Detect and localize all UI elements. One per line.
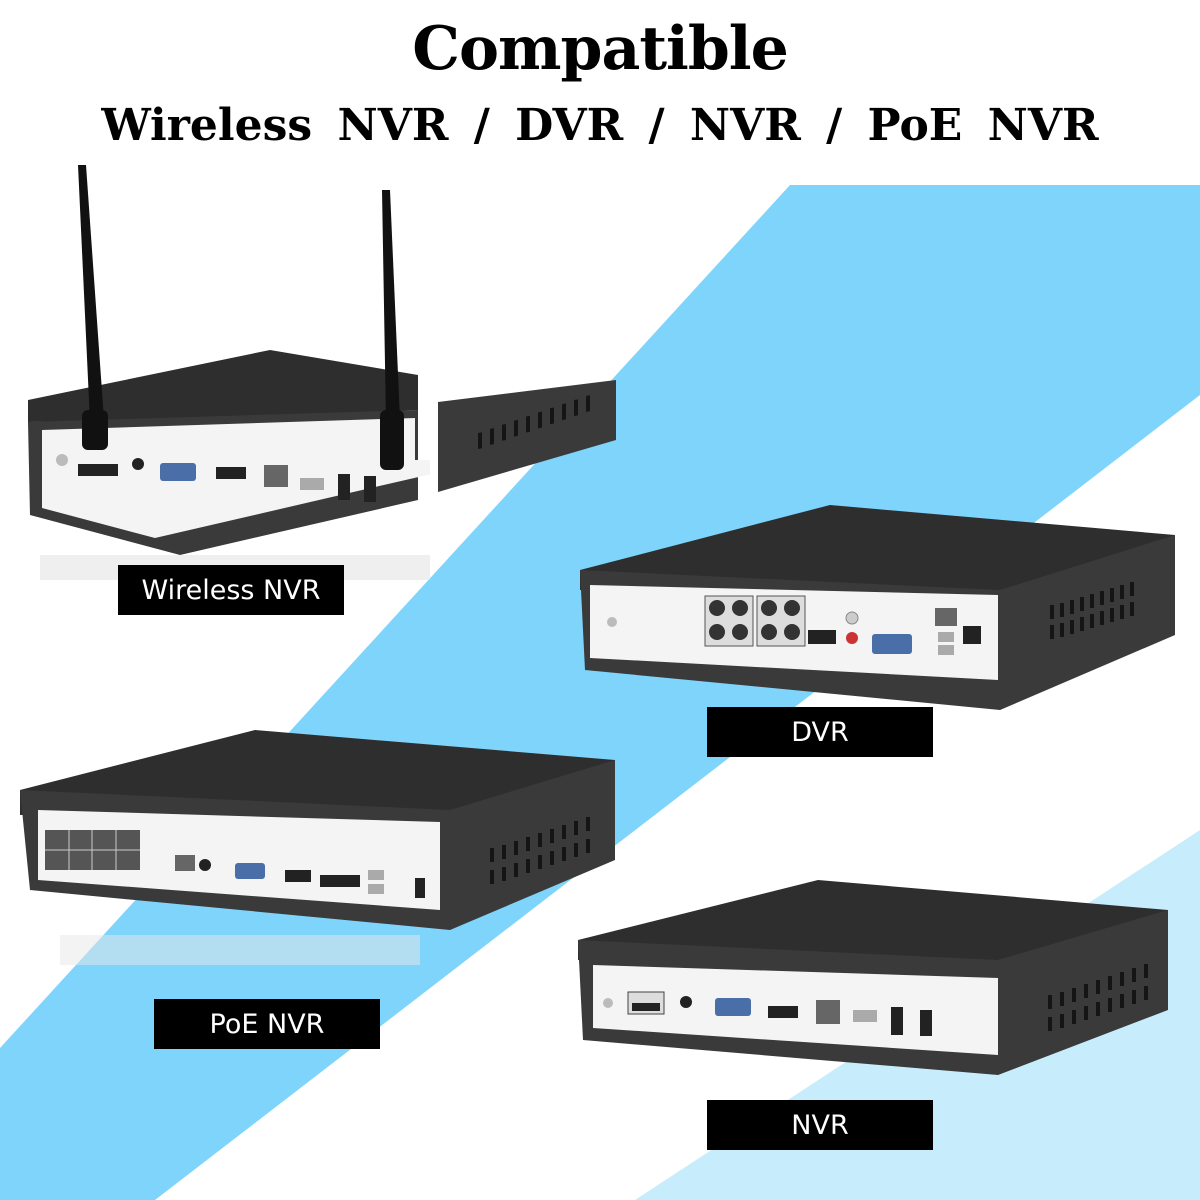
page-subtitle: Wireless NVR / DVR / NVR / PoE NVR [101,100,1099,151]
nvr-side [998,910,1168,1075]
wireless-nvr-side [438,380,616,492]
rear-ports [56,454,376,502]
dvr-vents [1050,582,1134,639]
antenna-left-base [82,410,108,450]
label-dvr: DVR [707,707,933,757]
antenna-right [382,190,400,422]
poe-nvr-ports [45,830,425,898]
nvr-vents [1048,964,1148,1031]
label-poe-nvr: PoE NVR [154,999,380,1049]
page-title: Compatible [412,14,789,84]
antenna-right-base [380,410,404,470]
wireless-nvr-image [28,165,430,580]
nvr-image [578,880,1168,1075]
label-wireless-nvr: Wireless NVR [118,565,344,615]
poe-nvr-top [20,730,615,815]
nvr-ports [603,991,932,1036]
poe-nvr-reflection [60,935,420,965]
dvr-top [580,505,1175,590]
poe-nvr-vents [490,817,590,884]
nvr-top [578,880,1168,960]
wireless-nvr-top [28,350,418,422]
poe-nvr-side [450,760,615,930]
dvr-ports [607,595,981,655]
antenna-left [78,165,104,422]
dvr-image [580,505,1175,710]
poe-nvr-image [20,730,615,965]
dvr-side [1000,535,1175,710]
label-nvr: NVR [707,1100,933,1150]
